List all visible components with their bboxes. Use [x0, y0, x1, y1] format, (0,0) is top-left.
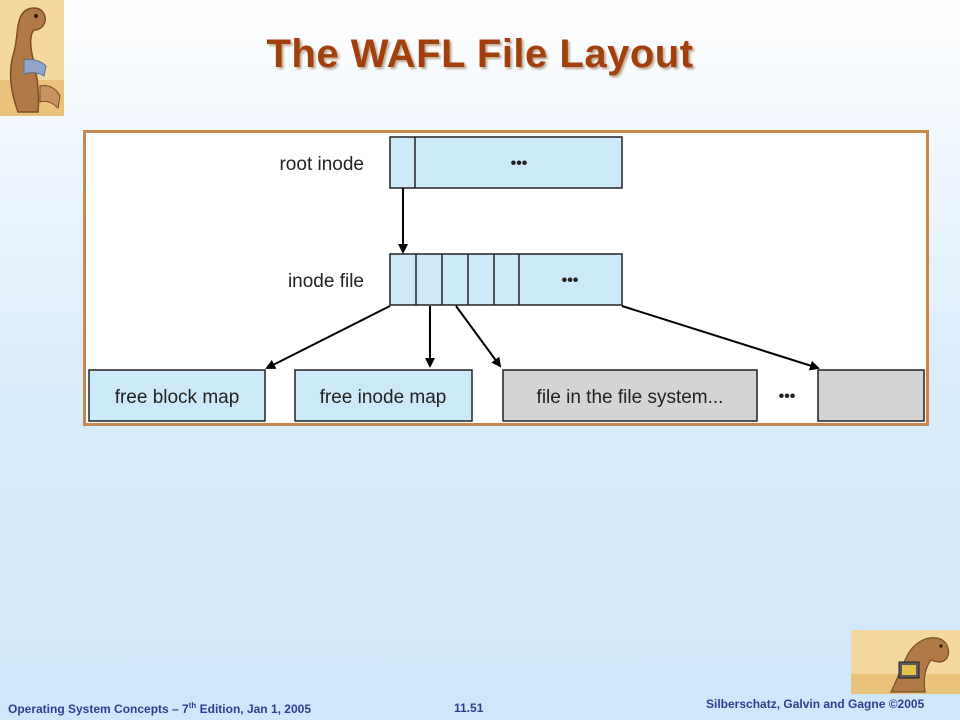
footer-course-prefix: Operating System Concepts – 7	[8, 702, 189, 716]
footer-course-sup: th	[188, 701, 197, 710]
free-inode-map-label: free inode map	[320, 387, 447, 408]
slide-title: The WAFL File Layout	[266, 32, 694, 76]
free-inode-map-block	[294, 369, 473, 422]
root-inode-ellipsis: •••	[511, 155, 528, 172]
dinosaur-illustration-icon	[0, 0, 64, 116]
last-file-block	[817, 369, 925, 422]
footer-page-number: 11.51	[454, 701, 484, 715]
arrow-to-free-block-map	[265, 305, 391, 369]
inode-file-label: inode file	[288, 271, 364, 292]
free-block-map-label: free block map	[115, 387, 240, 408]
free-block-map-block	[88, 369, 266, 422]
dinosaur-with-computer-icon	[851, 630, 960, 694]
inode-file-ellipsis: •••	[562, 272, 579, 289]
root-inode-block	[389, 136, 623, 189]
footer-course-suffix: Edition, Jan 1, 2005	[196, 702, 312, 716]
file-in-fs-block	[502, 369, 758, 422]
footer-course-title: Operating System Concepts – 7th Edition,…	[8, 701, 311, 716]
root-inode-label: root inode	[279, 154, 364, 175]
file-in-fs-label: file in the file system...	[537, 387, 724, 408]
arrow-to-file-in-fs	[455, 305, 502, 368]
inode-file-block	[389, 253, 623, 306]
footer-authors: Silberschatz, Galvin and Gagne ©2005	[706, 697, 925, 711]
arrow-to-last-block	[621, 305, 820, 371]
bottom-ellipsis: •••	[779, 388, 796, 405]
